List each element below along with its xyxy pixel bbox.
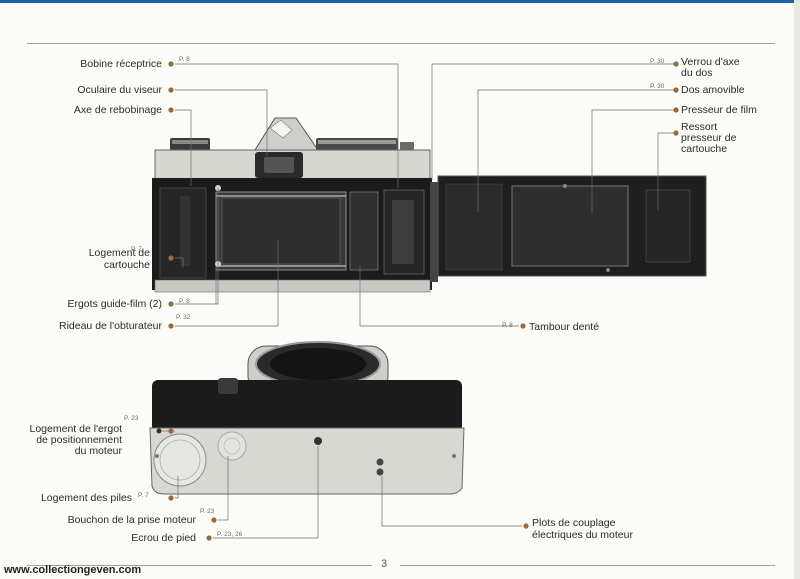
ref-bouchon: P. 23 bbox=[200, 508, 215, 515]
label-dos-amovible: Dos amovible bbox=[681, 84, 745, 96]
label-ecrou-pied: Ecrou de pied bbox=[131, 532, 196, 544]
label-verrou-1: Verrou d'axe bbox=[681, 56, 740, 68]
page-edge bbox=[794, 0, 800, 579]
ref-piles: P. 7 bbox=[138, 492, 149, 499]
label-presseur-film: Presseur de film bbox=[681, 104, 757, 116]
motor-positioning-slot bbox=[156, 428, 162, 434]
electrical-contact-2 bbox=[376, 468, 384, 476]
camera-bottom-view bbox=[149, 341, 465, 495]
ref-rideau: P. 32 bbox=[176, 314, 191, 321]
motor-socket-cap bbox=[217, 431, 247, 461]
cartridge-pressure-spring bbox=[645, 189, 691, 263]
camera-body-front bbox=[152, 380, 462, 432]
shutter-curtain bbox=[221, 197, 341, 265]
label-ergot-3: du moteur bbox=[74, 445, 122, 457]
label-bouchon-prise-moteur: Bouchon de la prise moteur bbox=[67, 514, 196, 526]
ref-bobine: P. 8 bbox=[179, 56, 190, 63]
label-ergot-1: Logement de l'ergot bbox=[29, 423, 123, 435]
bottom-rule-left bbox=[27, 565, 372, 566]
leader-dots bbox=[168, 61, 679, 541]
label-ressort-1: Ressort bbox=[681, 121, 718, 133]
label-ergots-guide-film: Ergots guide-film (2) bbox=[67, 298, 162, 310]
back-hinge bbox=[430, 182, 438, 282]
top-rule bbox=[27, 43, 775, 44]
bottom-rule-right bbox=[400, 565, 775, 566]
label-logement-piles: Logement des piles bbox=[40, 492, 132, 504]
watermark-text: www.collectiongeven.com bbox=[4, 564, 142, 576]
label-tambour-dente: Tambour denté bbox=[529, 321, 600, 333]
ref-tambour: P. 8 bbox=[502, 322, 513, 329]
tripod-socket bbox=[314, 437, 322, 445]
ref-verrou: P. 30 bbox=[650, 58, 665, 65]
ref-logement-cartouche: P. 7 bbox=[131, 246, 142, 253]
label-ressort-3: cartouche bbox=[681, 143, 728, 155]
electrical-contact-1 bbox=[376, 458, 384, 466]
ref-ergot-moteur: P. 23 bbox=[124, 415, 139, 422]
label-plots-2: électriques du moteur bbox=[532, 529, 633, 541]
label-plots-1: Plots de couplage bbox=[532, 517, 616, 529]
camera-back-view bbox=[152, 117, 707, 293]
battery-cover bbox=[153, 433, 207, 487]
ref-ecrou: P. 23, 26 bbox=[217, 531, 243, 538]
label-oculaire-viseur: Oculaire du viseur bbox=[77, 84, 162, 96]
label-ressort-2: presseur de bbox=[681, 132, 737, 144]
label-logement-cartouche-1: Logement de bbox=[88, 247, 150, 259]
sprocket-drum bbox=[349, 191, 379, 271]
label-rideau-obturateur: Rideau de l'obturateur bbox=[59, 320, 162, 332]
label-bobine-receptrice: Bobine réceptrice bbox=[80, 58, 162, 70]
ref-ergots: P. 8 bbox=[179, 298, 190, 305]
film-pressure-plate bbox=[511, 185, 629, 267]
label-ergot-2: de positionnement bbox=[36, 434, 122, 446]
ref-dos: P. 30 bbox=[650, 83, 665, 90]
top-color-strip bbox=[0, 0, 800, 3]
label-logement-cartouche-2: cartouche bbox=[103, 259, 150, 271]
prism-logo bbox=[269, 119, 293, 139]
label-axe-rebobinage: Axe de rebobinage bbox=[73, 104, 162, 116]
page-number: 3 bbox=[381, 558, 388, 570]
label-verrou-2: du dos bbox=[681, 67, 713, 79]
